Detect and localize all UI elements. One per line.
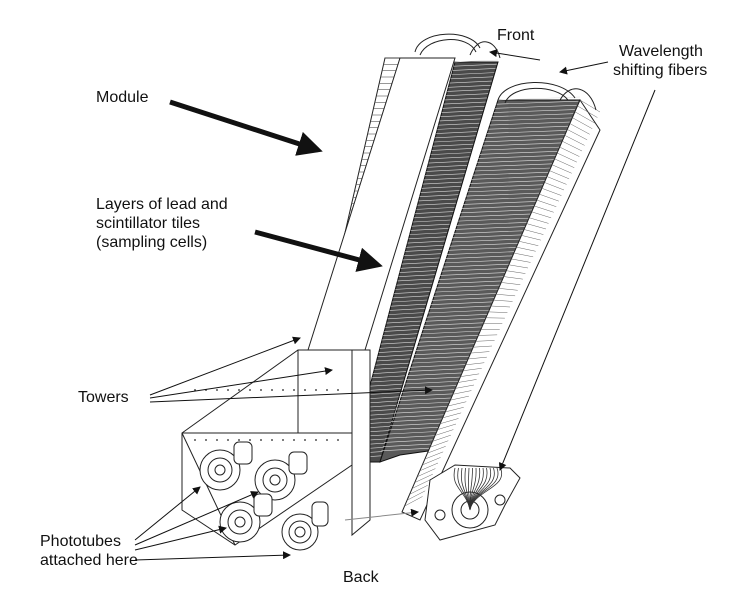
front-arrow-1: [490, 52, 540, 60]
front-arrow-2: [560, 62, 608, 72]
front-label: Front: [497, 26, 534, 45]
layers-label-line2: scintillator tiles: [96, 214, 228, 233]
layers-label-line3: (sampling cells): [96, 233, 228, 252]
wls-label: Wavelength shifting fibers: [613, 42, 707, 80]
pt-arrow-4: [135, 555, 290, 560]
fiber-bundle-inset: [425, 465, 520, 540]
back-label: Back: [343, 568, 379, 587]
wls-label-line2: shifting fibers: [613, 61, 707, 80]
layers-label-line1: Layers of lead and: [96, 195, 228, 214]
phototubes-label-line1: Phototubes: [40, 532, 138, 551]
module-label: Module: [96, 88, 148, 107]
phototubes-label-line2: attached here: [40, 551, 138, 570]
towers-label: Towers: [78, 388, 129, 407]
layers-label: Layers of lead and scintillator tiles (s…: [96, 195, 228, 252]
back-end-block: [182, 350, 370, 545]
module-arrow: [170, 102, 318, 150]
wls-label-line1: Wavelength: [613, 42, 707, 61]
phototubes-label: Phototubes attached here: [40, 532, 138, 570]
